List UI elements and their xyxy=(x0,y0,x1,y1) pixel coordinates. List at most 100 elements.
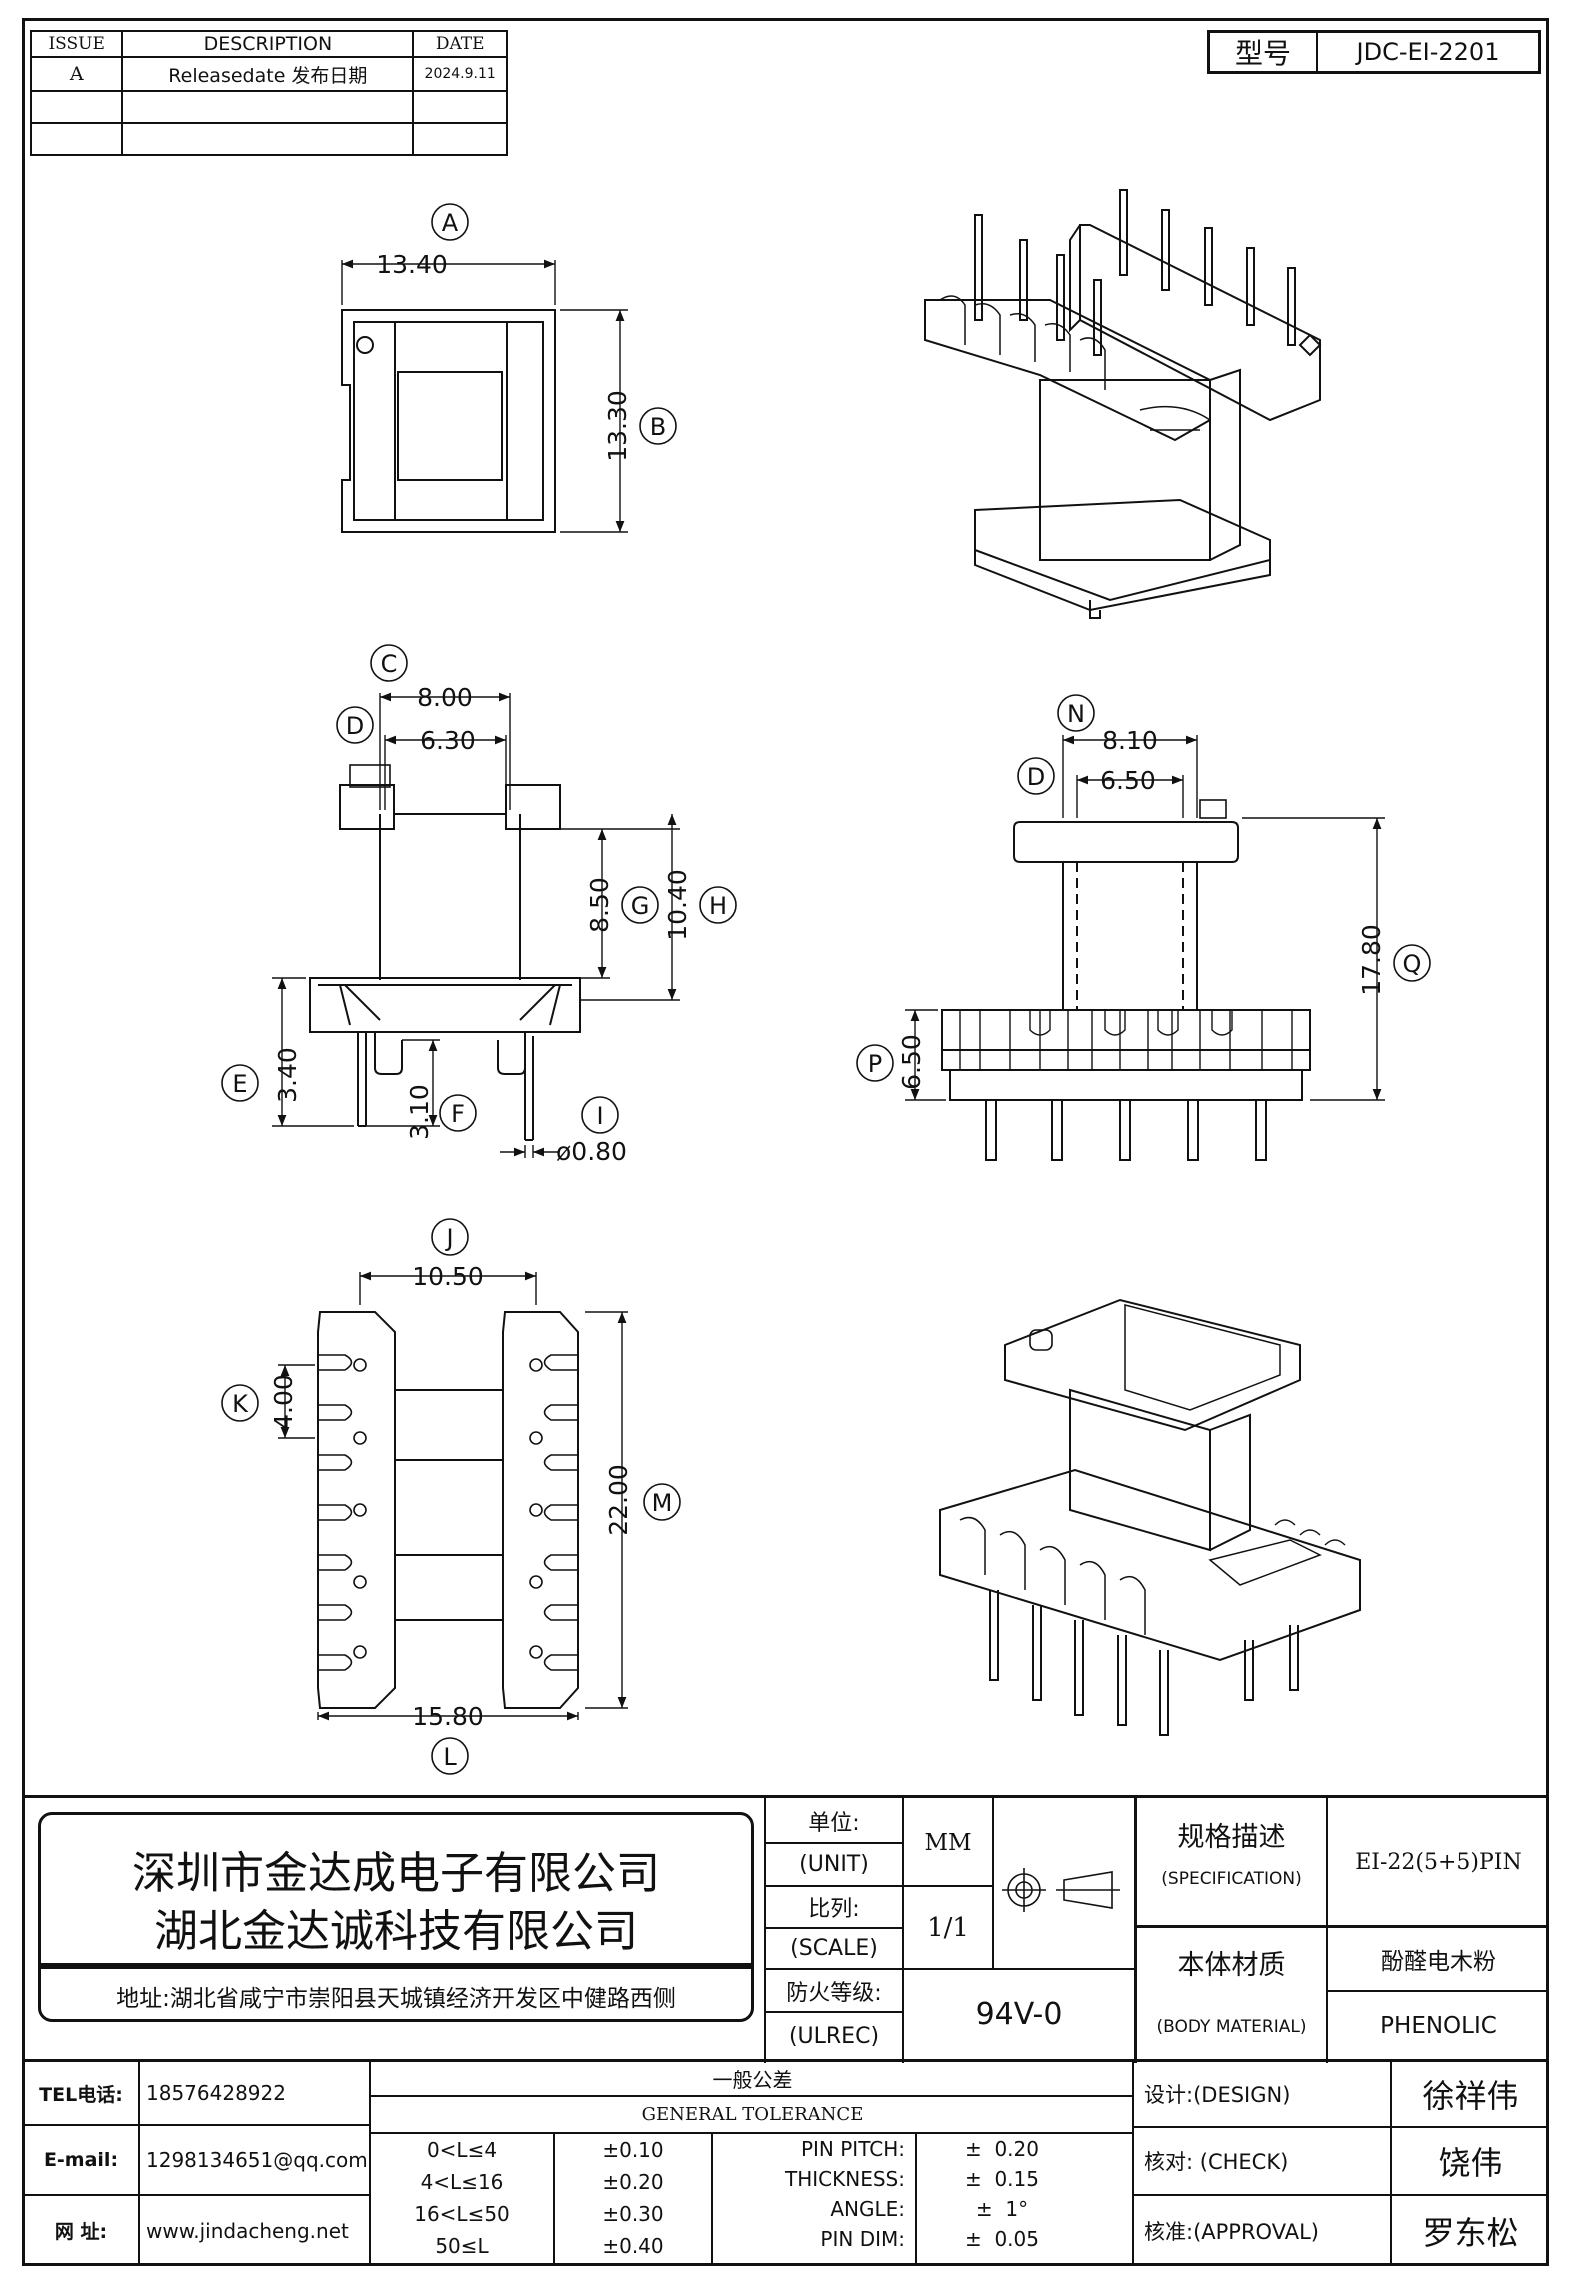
callout-G: G xyxy=(631,892,650,920)
dim-A: 13.40 xyxy=(376,250,448,279)
scale-label-cn: 比列: xyxy=(808,1897,860,1922)
title-divider xyxy=(764,1842,902,1844)
material-label-en: (BODY MATERIAL) xyxy=(1156,2017,1307,2037)
spec-label-en: (SPECIFICATION) xyxy=(1161,1869,1302,1889)
material-value-cn: 酚醛电木粉 xyxy=(1381,1949,1496,1975)
tolerance-title-cn: 一般公差 xyxy=(712,2068,793,2092)
side-view xyxy=(856,694,1431,1161)
company-name-1: 深圳市金达成电子有限公司 xyxy=(132,1848,660,1899)
web-value: www.jindacheng.net xyxy=(146,2218,349,2243)
callout-J: J xyxy=(444,1224,453,1252)
callout-M: M xyxy=(652,1489,673,1517)
callout-D-front: D xyxy=(346,712,364,740)
dim-K: 4.00 xyxy=(269,1374,298,1430)
callout-D-side: D xyxy=(1027,763,1045,791)
revision-table: ISSUE DESCRIPTION DATE A Releasedate 发布日… xyxy=(29,30,508,156)
title-divider xyxy=(764,1798,766,2063)
contact-table: TEL电话: E-mail: 网 址: 18576428922 12981346… xyxy=(24,2062,371,2265)
ulrec-label-en: (ULREC) xyxy=(788,2023,880,2049)
revision-empty-cell xyxy=(121,90,415,124)
ulrec-label-cn: 防火等级: xyxy=(786,1980,882,2006)
company-box: 深圳市金达成电子有限公司 湖北金达诚科技有限公司 地址:湖北省咸宁市崇阳县天城镇… xyxy=(38,1812,754,2022)
dim-M: 22.00 xyxy=(604,1464,633,1536)
dim-E: 3.40 xyxy=(273,1047,302,1103)
callout-A: A xyxy=(442,209,459,237)
dim-Q: 17.80 xyxy=(1357,924,1386,996)
title-divider xyxy=(764,1927,902,1929)
spec-tolerance: ± 0.15 xyxy=(964,2167,1039,2191)
front-view xyxy=(221,644,737,1158)
revision-empty-cell xyxy=(29,122,124,156)
ulrec-value: 94V-0 xyxy=(975,1997,1063,2032)
signoff-table: 设计:(DESIGN) 核对: (CHECK) 核准:(APPROVAL) 徐祥… xyxy=(1134,2062,1549,2265)
title-divider xyxy=(902,1798,904,2063)
model-label: 型号 xyxy=(1210,33,1318,71)
title-divider xyxy=(902,1968,1134,1970)
revision-date: 2024.9.11 xyxy=(412,56,508,92)
title-divider xyxy=(1326,1798,1328,2063)
dim-L: 15.80 xyxy=(412,1702,484,1731)
material-value-en: PHENOLIC xyxy=(1380,2012,1497,2039)
spec-name: THICKNESS: xyxy=(785,2167,905,2191)
spec-tolerance: ± 0.05 xyxy=(964,2227,1039,2251)
model-number: JDC-EI-2201 xyxy=(1356,38,1500,66)
tolerance-range: 4<L≤16 xyxy=(420,2170,504,2194)
callout-C: C xyxy=(381,650,398,678)
spec-tolerance: ± 1° xyxy=(975,2197,1029,2221)
tolerance-range: 16<L≤50 xyxy=(414,2202,510,2226)
drawing-frame xyxy=(22,18,1549,2266)
projection-symbol-icon xyxy=(1002,1868,1120,1912)
email-value: 1298134651@qq.com xyxy=(146,2148,368,2172)
company-address: 地址:湖北省咸宁市崇阳县天城镇经济开发区中健路西侧 xyxy=(116,1986,676,2012)
isometric-view-top xyxy=(924,189,1322,619)
spec-name: PIN PITCH: xyxy=(800,2137,905,2161)
approver-name: 罗东松 xyxy=(1422,2213,1519,2252)
company-underline xyxy=(41,1963,751,1969)
spec-value: EI-22(5+5)PIN xyxy=(1355,1850,1522,1875)
title-divider xyxy=(764,1885,902,1887)
tolerance-title-en: GENERAL TOLERANCE xyxy=(641,2104,864,2125)
tolerance-value: ±0.40 xyxy=(602,2234,664,2258)
unit-label-en: (UNIT) xyxy=(799,1852,869,1877)
callout-Q: Q xyxy=(1403,950,1422,978)
title-divider xyxy=(992,1798,994,1968)
spec-label-cn: 规格描述 xyxy=(1177,1821,1286,1853)
revision-header-date: DATE xyxy=(412,30,508,58)
title-divider xyxy=(764,1968,902,1970)
revision-empty-cell xyxy=(121,122,415,156)
material-label-cn: 本体材质 xyxy=(1177,1949,1286,1981)
isometric-view-bottom xyxy=(939,1298,1361,1736)
callout-F: F xyxy=(451,1100,465,1128)
dim-I: ø0.80 xyxy=(556,1137,627,1166)
dim-J: 10.50 xyxy=(412,1262,484,1291)
unit-value: MM xyxy=(924,1829,972,1856)
title-divider xyxy=(22,2059,1549,2062)
revision-empty-cell xyxy=(412,122,508,156)
model-box: 型号 JDC-EI-2201 xyxy=(1207,30,1541,74)
designer-name: 徐祥伟 xyxy=(1422,2077,1519,2115)
title-divider xyxy=(902,1885,992,1887)
tolerance-value: ±0.30 xyxy=(602,2202,664,2226)
callout-H: H xyxy=(709,892,727,920)
spec-name: ANGLE: xyxy=(830,2197,905,2221)
title-divider xyxy=(764,2011,902,2013)
dim-D-side: 6.50 xyxy=(1100,766,1156,795)
callout-I: I xyxy=(596,1102,603,1130)
tolerance-range: 0<L≤4 xyxy=(426,2138,498,2162)
checker-name: 饶伟 xyxy=(1438,2144,1503,2182)
check-label: 核对: (CHECK) xyxy=(1144,2150,1289,2174)
title-divider xyxy=(1134,1925,1549,1928)
unit-label-cn: 单位: xyxy=(808,1811,860,1836)
callout-L: L xyxy=(443,1743,457,1771)
revision-header-issue: ISSUE xyxy=(29,30,124,58)
tel-value: 18576428922 xyxy=(146,2081,286,2105)
company-name-2: 湖北金达诚科技有限公司 xyxy=(154,1906,638,1957)
dim-F: 3.10 xyxy=(405,1084,434,1140)
web-label: 网 址: xyxy=(54,2221,108,2243)
callout-K: K xyxy=(232,1390,249,1418)
tel-label: TEL电话: xyxy=(39,2083,123,2106)
revision-issue: A xyxy=(29,56,124,92)
design-label: 设计:(DESIGN) xyxy=(1144,2083,1291,2107)
title-divider xyxy=(1326,1990,1549,1992)
revision-empty-cell xyxy=(412,90,508,124)
